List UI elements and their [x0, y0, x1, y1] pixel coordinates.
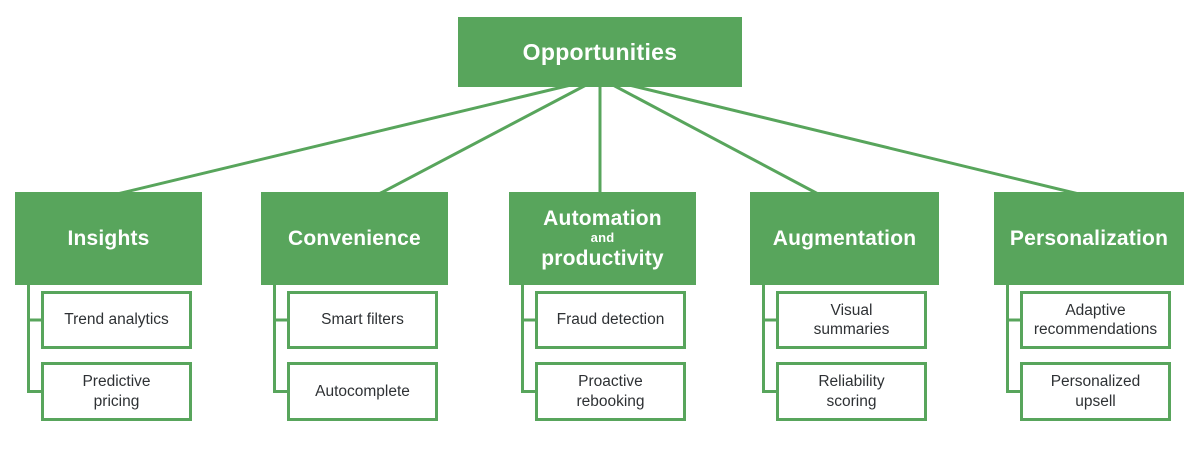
leaf-node-trend-analytics: Trend analytics — [41, 291, 192, 349]
leaf-node-autocomplete: Autocomplete — [287, 362, 438, 421]
root-node-label: Opportunities — [522, 38, 678, 65]
branch-label: Insights — [67, 226, 150, 250]
leaf-node-adaptive-recommendations: Adaptive recommendations — [1020, 291, 1171, 349]
branch-label-line1: Automation — [543, 206, 662, 230]
leaf-node-proactive-rebooking: Proactive rebooking — [535, 362, 686, 421]
leaf-node-fraud-detection: Fraud detection — [535, 291, 686, 349]
branch-label-line3: productivity — [541, 246, 664, 270]
leaf-label: Proactive rebooking — [576, 373, 645, 410]
leaf-label: Adaptive recommendations — [1033, 301, 1158, 338]
root-node-opportunities: Opportunities — [458, 17, 742, 87]
branch-node-personalization: Personalization — [994, 192, 1184, 285]
leaf-node-smart-filters: Smart filters — [287, 291, 438, 349]
leaf-node-reliability-scoring: Reliability scoring — [776, 362, 927, 421]
branch-label: Convenience — [288, 226, 421, 250]
leaf-node-predictive-pricing: Predictive pricing — [41, 362, 192, 421]
branch-node-insights: Insights — [15, 192, 202, 285]
branch-node-convenience: Convenience — [261, 192, 448, 285]
leaf-label: Reliability scoring — [818, 373, 885, 410]
branch-label: Augmentation — [772, 226, 917, 250]
fan-line-personalization — [624, 82, 1084, 197]
branch-node-augmentation: Augmentation — [750, 192, 939, 285]
leaf-label: Predictive pricing — [82, 373, 151, 410]
branch-label: Personalization — [1009, 226, 1169, 250]
leaf-node-personalized-upsell: Personalized upsell — [1020, 362, 1171, 421]
leaf-label: Personalized upsell — [1050, 373, 1141, 410]
leaf-node-visual-summaries: Visual summaries — [776, 291, 927, 349]
leaf-label: Trend analytics — [64, 311, 169, 329]
branch-label-line2: and — [590, 230, 615, 246]
leaf-label: Fraud detection — [556, 311, 665, 329]
fan-line-convenience — [376, 82, 589, 197]
leaf-label: Autocomplete — [315, 382, 410, 400]
leaf-label: Visual summaries — [813, 301, 890, 338]
fan-line-augmentation — [610, 82, 821, 197]
leaf-label: Smart filters — [321, 311, 404, 329]
branch-node-automation-productivity: Automation and productivity — [509, 192, 696, 285]
fan-line-insights — [112, 82, 576, 197]
